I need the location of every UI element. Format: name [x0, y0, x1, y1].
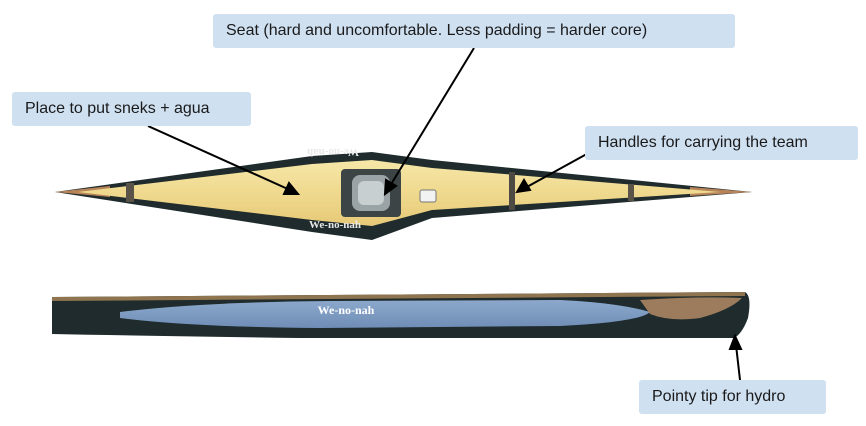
callout-handles: Handles for carrying the team [585, 126, 858, 160]
brand-logo-side: We-no-nah [318, 303, 375, 317]
callout-tip: Pointy tip for hydro [639, 380, 826, 414]
callout-tip-text: Pointy tip for hydro [652, 387, 785, 407]
thwart-right-handle [509, 172, 515, 210]
brand-logo-top: We-no-nah [309, 219, 361, 231]
callout-snacks: Place to put sneks + agua [12, 92, 251, 126]
canoe-top-view: We-no-nah We-no-nah [55, 146, 752, 240]
callout-snacks-text: Place to put sneks + agua [25, 99, 210, 119]
callout-seat-text: Seat (hard and uncomfortable. Less paddi… [226, 21, 647, 41]
brand-logo-top-mirrored: We-no-nah [307, 146, 359, 158]
callout-handles-text: Handles for carrying the team [598, 133, 808, 153]
footbrace [420, 190, 436, 202]
arrow-tip [736, 345, 740, 380]
thwart-left [126, 183, 134, 202]
callout-seat: Seat (hard and uncomfortable. Less paddi… [213, 14, 735, 48]
seat-pad [358, 181, 384, 205]
thwart-far-right [628, 184, 634, 201]
canoe-side-view: We-no-nah [52, 292, 749, 338]
